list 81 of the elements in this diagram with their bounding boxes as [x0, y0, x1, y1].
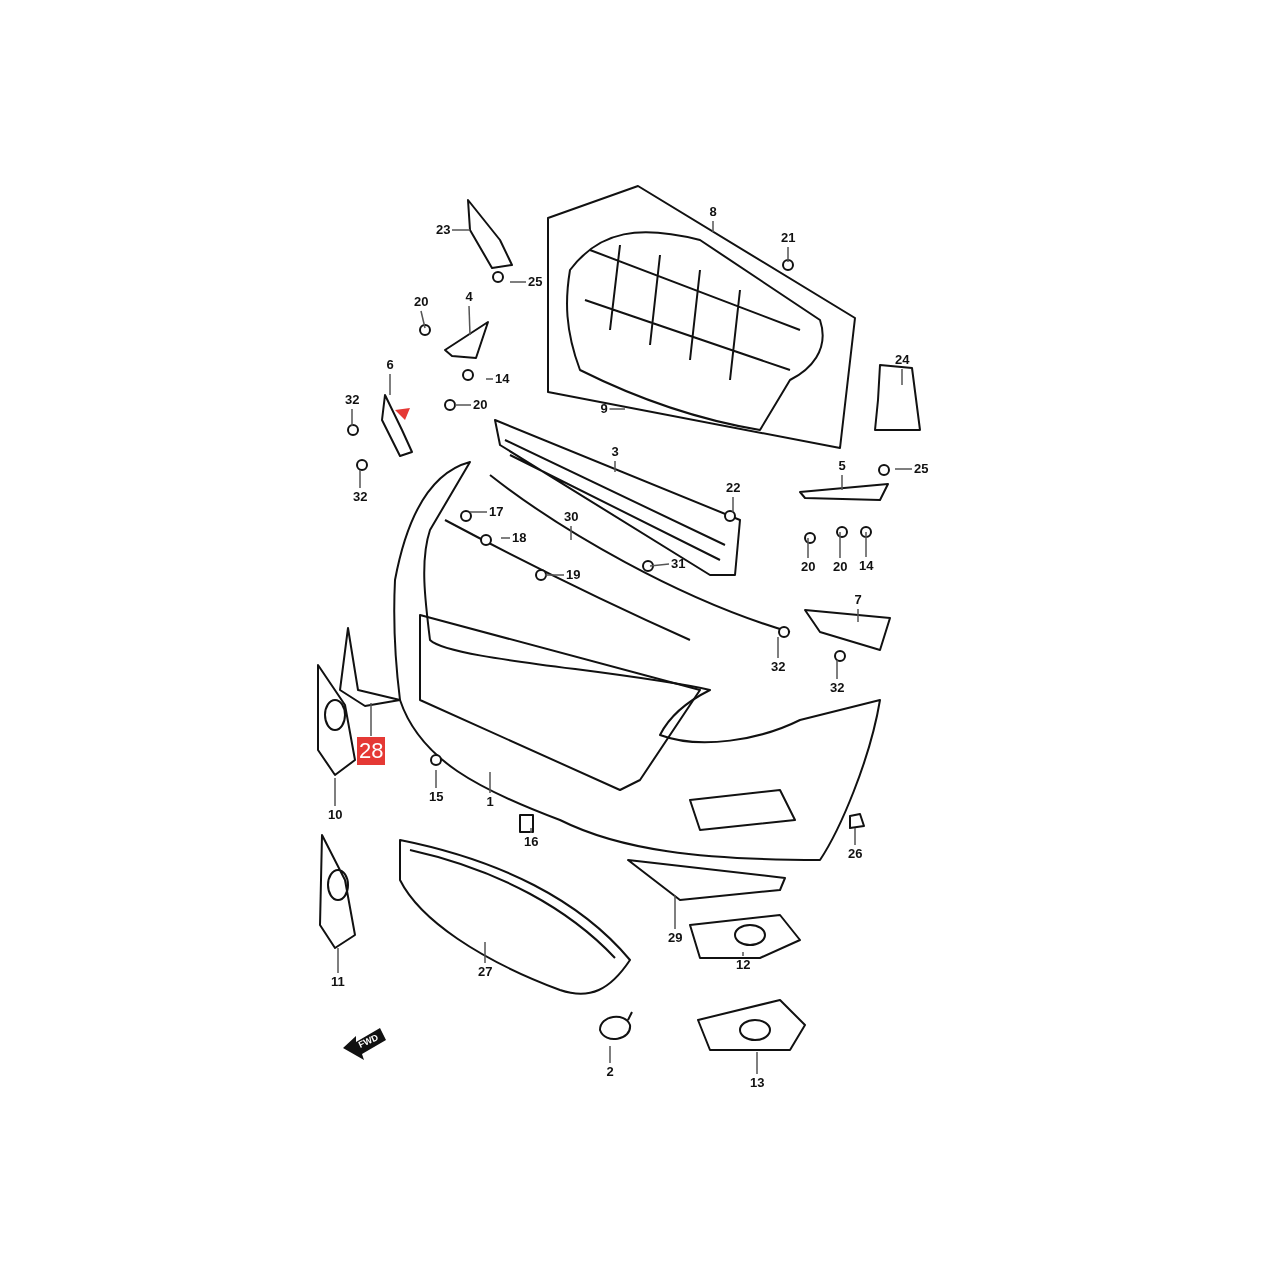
callout-number: 4	[465, 289, 473, 305]
callout-number: 7	[854, 592, 862, 608]
leader-line	[787, 246, 789, 263]
leader-line	[732, 496, 734, 513]
leader-line	[901, 368, 903, 386]
leader-line	[544, 574, 565, 576]
leader-line	[894, 468, 913, 470]
leader-line	[649, 563, 670, 567]
callout-number: 5	[838, 458, 846, 474]
callout-number: 10	[328, 807, 343, 823]
callout-number: 3	[611, 444, 619, 460]
callout-number: 18	[512, 530, 527, 546]
callout-number: 2	[606, 1064, 614, 1080]
callout-number: 21	[781, 230, 796, 246]
leader-line	[674, 894, 676, 930]
leader-line	[570, 525, 572, 541]
callout-number: 20	[833, 559, 848, 575]
callout-number: 27	[478, 964, 493, 980]
callout-number: 25	[914, 461, 929, 477]
callout-number: 19	[566, 567, 581, 583]
callout-number: 6	[386, 357, 394, 373]
leader-line	[359, 469, 361, 489]
leader-line	[370, 702, 372, 737]
leader-line	[337, 947, 339, 974]
leader-line	[389, 373, 391, 396]
callout-number: 29	[668, 930, 683, 946]
leader-line	[609, 1045, 611, 1064]
callout-number: 32	[771, 659, 786, 675]
leader-line	[854, 827, 856, 846]
leader-line	[334, 777, 336, 807]
callout-number: 15	[429, 789, 444, 805]
callout-number: 17	[489, 504, 504, 520]
callout-number: 30	[564, 509, 579, 525]
callout-number: 16	[524, 834, 539, 850]
leader-line	[469, 511, 488, 513]
callout-number: 32	[345, 392, 360, 408]
callout-number: 32	[353, 489, 368, 505]
callout-number: 11	[331, 974, 345, 990]
callout-number: 14	[495, 371, 510, 387]
leader-line	[742, 951, 744, 957]
callout-number: 26	[848, 846, 863, 862]
leader-line	[468, 305, 471, 336]
callout-number: 25	[528, 274, 543, 290]
leader-line	[807, 537, 809, 559]
callout-number: 23	[436, 222, 451, 238]
leader-line	[454, 404, 472, 406]
leader-line	[530, 827, 532, 834]
callout-number: 13	[750, 1075, 765, 1091]
leader-line	[485, 378, 494, 380]
leader-line	[712, 220, 714, 233]
callout-number: 20	[473, 397, 488, 413]
leader-line	[857, 608, 859, 623]
leader-line	[435, 769, 437, 789]
leader-line	[500, 537, 511, 539]
callout-number: 8	[709, 204, 717, 220]
leader-line	[509, 281, 527, 283]
leader-line	[777, 636, 779, 659]
leader-line	[614, 460, 616, 473]
leader-line	[489, 771, 491, 794]
callout-number: 9	[600, 401, 608, 417]
callout-number: 22	[726, 480, 741, 496]
leader-line	[841, 474, 843, 491]
callout-number: 20	[801, 559, 816, 575]
callout-number: 14	[859, 558, 874, 574]
leader-line	[836, 659, 838, 680]
callout-number: 31	[671, 556, 686, 572]
callout-number: 24	[895, 352, 910, 368]
leader-line	[351, 408, 353, 427]
leader-line	[756, 1051, 758, 1075]
direction-label: FWD	[356, 1032, 380, 1050]
leader-line	[484, 941, 486, 964]
callout-number: 20	[414, 294, 429, 310]
leader-line	[420, 310, 426, 329]
callout-number: 1	[486, 794, 494, 810]
callout-number: 28	[357, 737, 386, 765]
callout-number: 32	[830, 680, 845, 696]
leader-line	[608, 408, 626, 410]
leader-line	[451, 229, 471, 231]
leader-line	[865, 531, 867, 558]
leader-line	[839, 531, 841, 559]
callout-number: 12	[736, 957, 751, 973]
